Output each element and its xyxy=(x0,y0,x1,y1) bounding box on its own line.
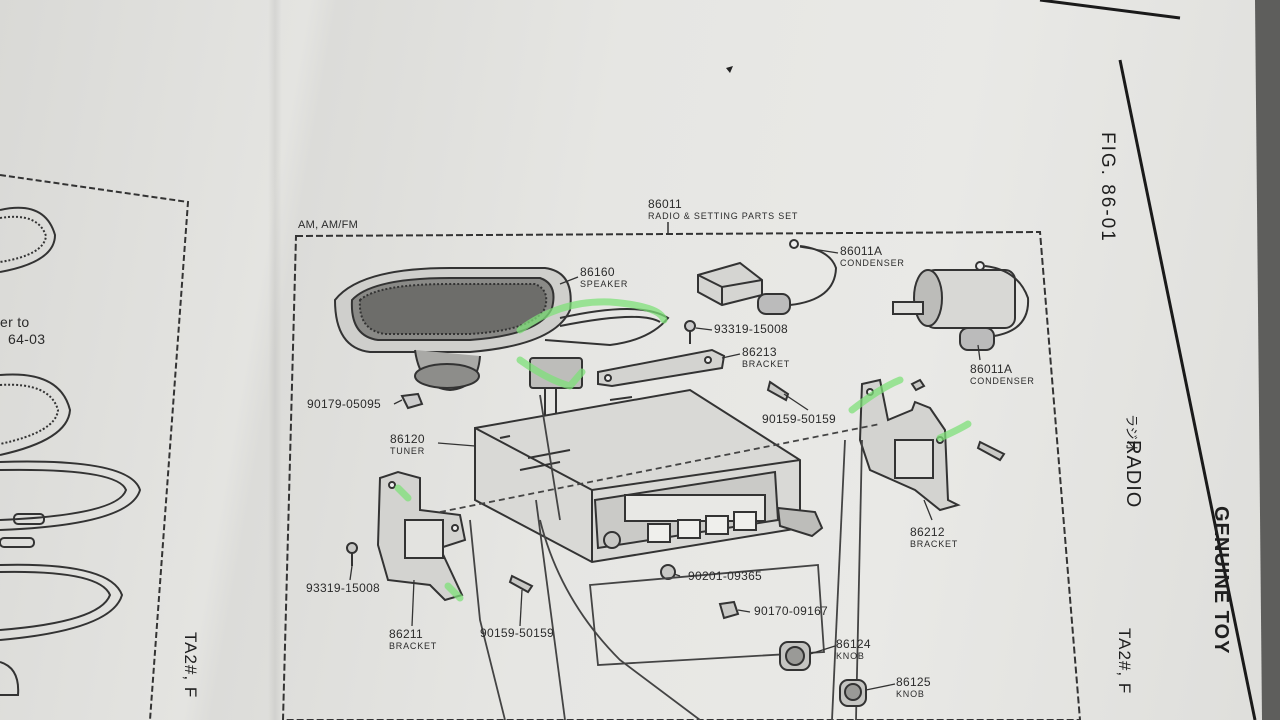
diagram-frame xyxy=(281,230,1082,720)
tuner-86120 xyxy=(474,388,824,564)
condenser-86011a-top xyxy=(697,239,838,315)
bracket-86211 xyxy=(376,470,467,602)
bracket-86213 xyxy=(597,348,726,388)
model-code-right: TA2#, F xyxy=(1115,628,1134,695)
section-title: RADIO xyxy=(1122,440,1144,509)
set-name: RADIO & SETTING PARTS SET xyxy=(648,211,799,221)
knob-86125 xyxy=(839,679,867,707)
speaker-86160 xyxy=(333,267,670,392)
model-code-left: TA2#, F xyxy=(181,632,200,699)
page-border-top xyxy=(1039,0,1181,20)
left-speaker-parts xyxy=(0,206,142,696)
brand-text: GENUINE TOY xyxy=(1210,506,1232,655)
knob-86124 xyxy=(779,641,811,671)
part-label-screw-93319-lower: 93319-15008 xyxy=(306,581,381,595)
bracket-86212 xyxy=(858,378,961,512)
left-ref-line2: 64-03 xyxy=(8,331,46,347)
print-speck xyxy=(726,66,733,73)
highlighter-marks xyxy=(394,298,972,602)
screw-93319-upper xyxy=(684,320,696,344)
left-diagram-frame xyxy=(0,174,190,720)
set-number: 86011 xyxy=(648,197,682,211)
part-label-nut-90201: 90201-09365 xyxy=(688,569,763,583)
part-label-nut-90170: 90170-09167 xyxy=(754,604,829,618)
part-label-nut-90179: 90179-05095 xyxy=(307,397,382,411)
dashboard-outline xyxy=(439,394,881,720)
leader-lines xyxy=(349,246,981,691)
condenser-86011a-right xyxy=(892,261,1030,351)
page-fold xyxy=(268,0,282,720)
figure-number: FIG. 86-01 xyxy=(1097,132,1118,243)
part-label-screw-93319-upper: 93319-15008 xyxy=(714,322,789,336)
nut-90179 xyxy=(400,392,424,410)
left-ref-line1: er to xyxy=(0,314,30,330)
table-background xyxy=(1255,0,1280,720)
page-border-line xyxy=(1118,59,1257,720)
set-label: 86011 RADIO & SETTING PARTS SET xyxy=(648,197,799,222)
part-label-screw-90159-upper: 90159-50159 xyxy=(762,412,837,426)
frame-title: AM, AM/FM xyxy=(298,219,359,231)
part-label-screw-90159-lower: 90159-50159 xyxy=(480,626,555,640)
